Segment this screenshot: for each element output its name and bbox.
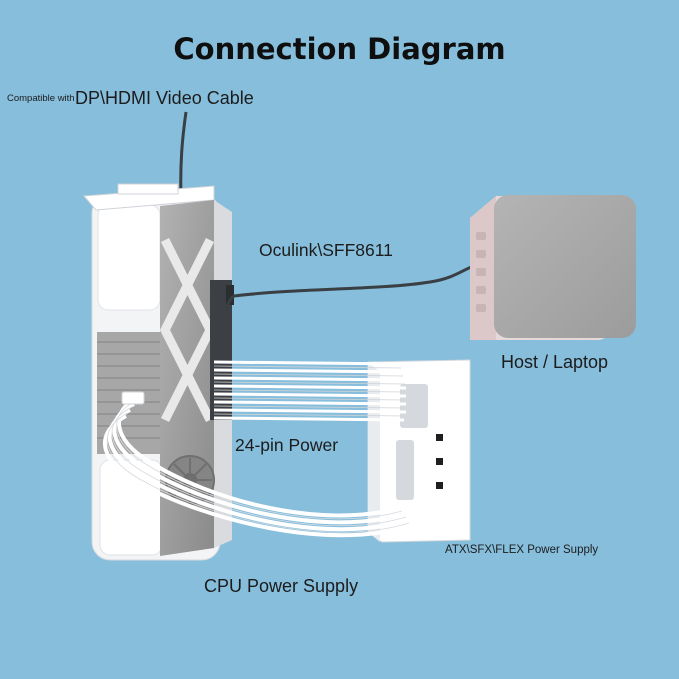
24-pin-power-label: 24-pin Power [235,435,339,455]
power-supply-unit [367,359,471,543]
video-cable [179,111,188,199]
oculink-cable [233,263,477,298]
oculink-label: Oculink\SFF8611 [259,240,393,260]
host-label: Host / Laptop [501,352,609,372]
video-cable-label: DP\HDMI Video Cable [75,88,254,108]
power-supply-label: ATX\SFX\FLEX Power Supply [445,544,599,556]
compatible-prefix-label: Compatible with [7,93,75,104]
host-device [470,195,636,340]
page-title: Connection Diagram [173,32,506,66]
cpu-power-label: CPU Power Supply [204,576,359,596]
cpu-power-cable [103,396,411,538]
24-pin-cable [213,360,407,422]
